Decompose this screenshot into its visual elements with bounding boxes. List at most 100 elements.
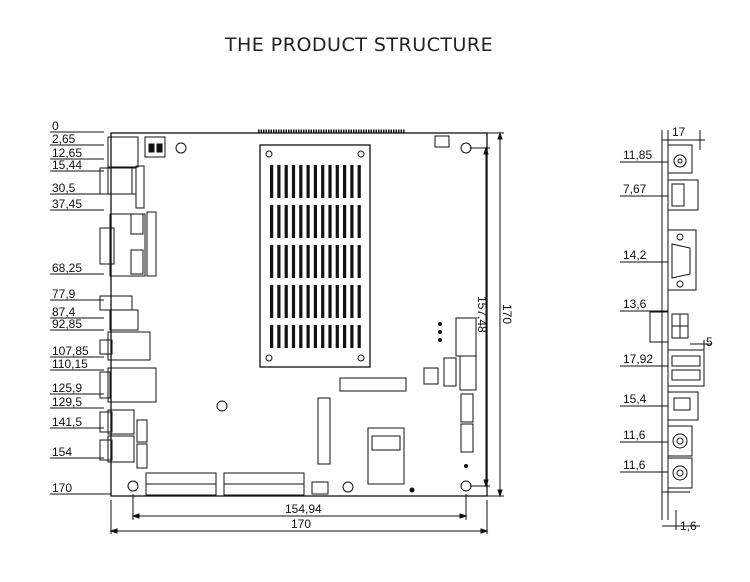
side-dim-label: 11,6	[623, 428, 646, 442]
left-dim-label: 77,9	[52, 287, 76, 301]
heatsink-fin	[270, 325, 274, 348]
mount-hole	[127, 480, 139, 492]
heatsink-fin	[357, 245, 361, 278]
side-dim-label: 11,85	[623, 148, 652, 162]
bottom-dim-inner: 154,94	[285, 502, 322, 516]
pin-header	[136, 443, 148, 469]
side-dim-label: 17,92	[623, 352, 653, 366]
heatsink-fin	[357, 325, 361, 348]
small-connector	[443, 357, 457, 387]
power-connector	[144, 136, 166, 158]
fan-header	[434, 135, 450, 148]
io-connectors	[99, 136, 157, 463]
heatsink-fin	[291, 285, 296, 318]
heatsink-fin	[299, 285, 303, 318]
heatsink-fin	[299, 325, 303, 348]
mount-hole	[342, 481, 354, 493]
heatsink-fin	[328, 205, 332, 238]
heatsink-fin	[343, 285, 347, 318]
heatsink-fin	[270, 165, 274, 198]
pin-header	[136, 419, 148, 443]
heatsink-fin	[343, 205, 347, 238]
sim-slot	[367, 427, 405, 485]
pin-header	[460, 393, 474, 423]
pin-header	[146, 211, 157, 277]
heatsink-fin	[350, 205, 354, 238]
heatsink-fin	[306, 325, 310, 348]
heatsink-fin	[277, 285, 281, 318]
heatsink-fin	[313, 245, 317, 278]
left-dim-label: 129,5	[52, 395, 82, 409]
heatsink-fin	[284, 205, 288, 238]
heatsink-fin	[291, 245, 296, 278]
left-dim-label: 125,9	[52, 381, 82, 395]
heatsink-fin	[321, 285, 325, 318]
heatsink-fin	[284, 245, 288, 278]
heatsink-fin	[321, 325, 325, 348]
heatsink-fin	[277, 205, 281, 238]
heatsink-fin	[328, 285, 332, 318]
heatsink-fin	[335, 245, 339, 278]
left-dim-label: 87,4	[52, 305, 76, 319]
pin-header	[460, 423, 474, 453]
heatsink-fin	[277, 245, 281, 278]
vertical-dim-outer: 170	[500, 304, 514, 324]
heatsink-fin	[335, 165, 339, 198]
heatsink-fin	[343, 245, 347, 278]
left-dim-label: 107,85	[52, 344, 89, 358]
heatsink-fin	[357, 165, 361, 198]
left-dim-label: 68,25	[52, 261, 82, 275]
side-top-dim: 17	[672, 125, 686, 139]
left-dim-label: 92,85	[52, 317, 82, 331]
mount-hole	[175, 142, 187, 154]
heatsink-fin	[357, 285, 361, 318]
pin-header	[135, 165, 145, 209]
small-connector	[423, 367, 439, 385]
heatsink-fin	[335, 285, 339, 318]
heatsink-fin	[350, 245, 354, 278]
heatsink-fin	[277, 325, 281, 348]
heatsink-fin	[313, 165, 317, 198]
heatsink-fin	[313, 205, 317, 238]
heatsink-fin	[277, 165, 281, 198]
heatsink-fin	[284, 285, 288, 318]
board-outline	[110, 132, 488, 497]
side-bottom-dim: 1,6	[680, 519, 697, 533]
heatsink-fin	[321, 165, 325, 198]
heatsink-fin	[328, 325, 332, 348]
vertical-dim-inner: 157,48	[475, 296, 489, 333]
heatsink-fin	[313, 325, 317, 348]
side-dim-label: 11,6	[623, 458, 646, 472]
heatsink-fin	[343, 325, 347, 348]
left-dim-label: 154	[52, 445, 72, 459]
heatsink-fin	[291, 325, 296, 348]
heatsink-fin	[328, 245, 332, 278]
pin-header	[130, 213, 144, 235]
heatsink-fin	[299, 205, 303, 238]
mpcie-slot	[317, 397, 331, 465]
heatsink-fin	[291, 165, 296, 198]
heatsink-fin	[306, 165, 310, 198]
heatsink-fin	[350, 285, 354, 318]
heatsink-fin	[350, 165, 354, 198]
left-dim-label: 15,44	[52, 158, 82, 172]
side-dim-label: 7,67	[623, 182, 647, 196]
sata-connector	[455, 317, 477, 357]
heatsink-fin	[299, 245, 303, 278]
heatsink-fin	[291, 205, 296, 238]
sata-connector	[459, 355, 477, 391]
side-dim-label: 14,2	[623, 248, 647, 262]
heatsink-fin	[270, 245, 274, 278]
side-view	[620, 130, 712, 530]
left-dim-label: 141,5	[52, 415, 82, 429]
left-dim-label: 110,15	[52, 357, 88, 371]
left-dim-label: 2,65	[52, 132, 76, 146]
heatsink-fin	[313, 285, 317, 318]
left-dim-label: 0	[52, 119, 59, 133]
heatsink-fin	[306, 245, 310, 278]
heatsink-fin	[343, 165, 347, 198]
heatsink-fin	[306, 205, 310, 238]
heatsink	[259, 144, 371, 368]
heatsink-fin	[284, 325, 288, 348]
mount-hole	[460, 480, 472, 492]
